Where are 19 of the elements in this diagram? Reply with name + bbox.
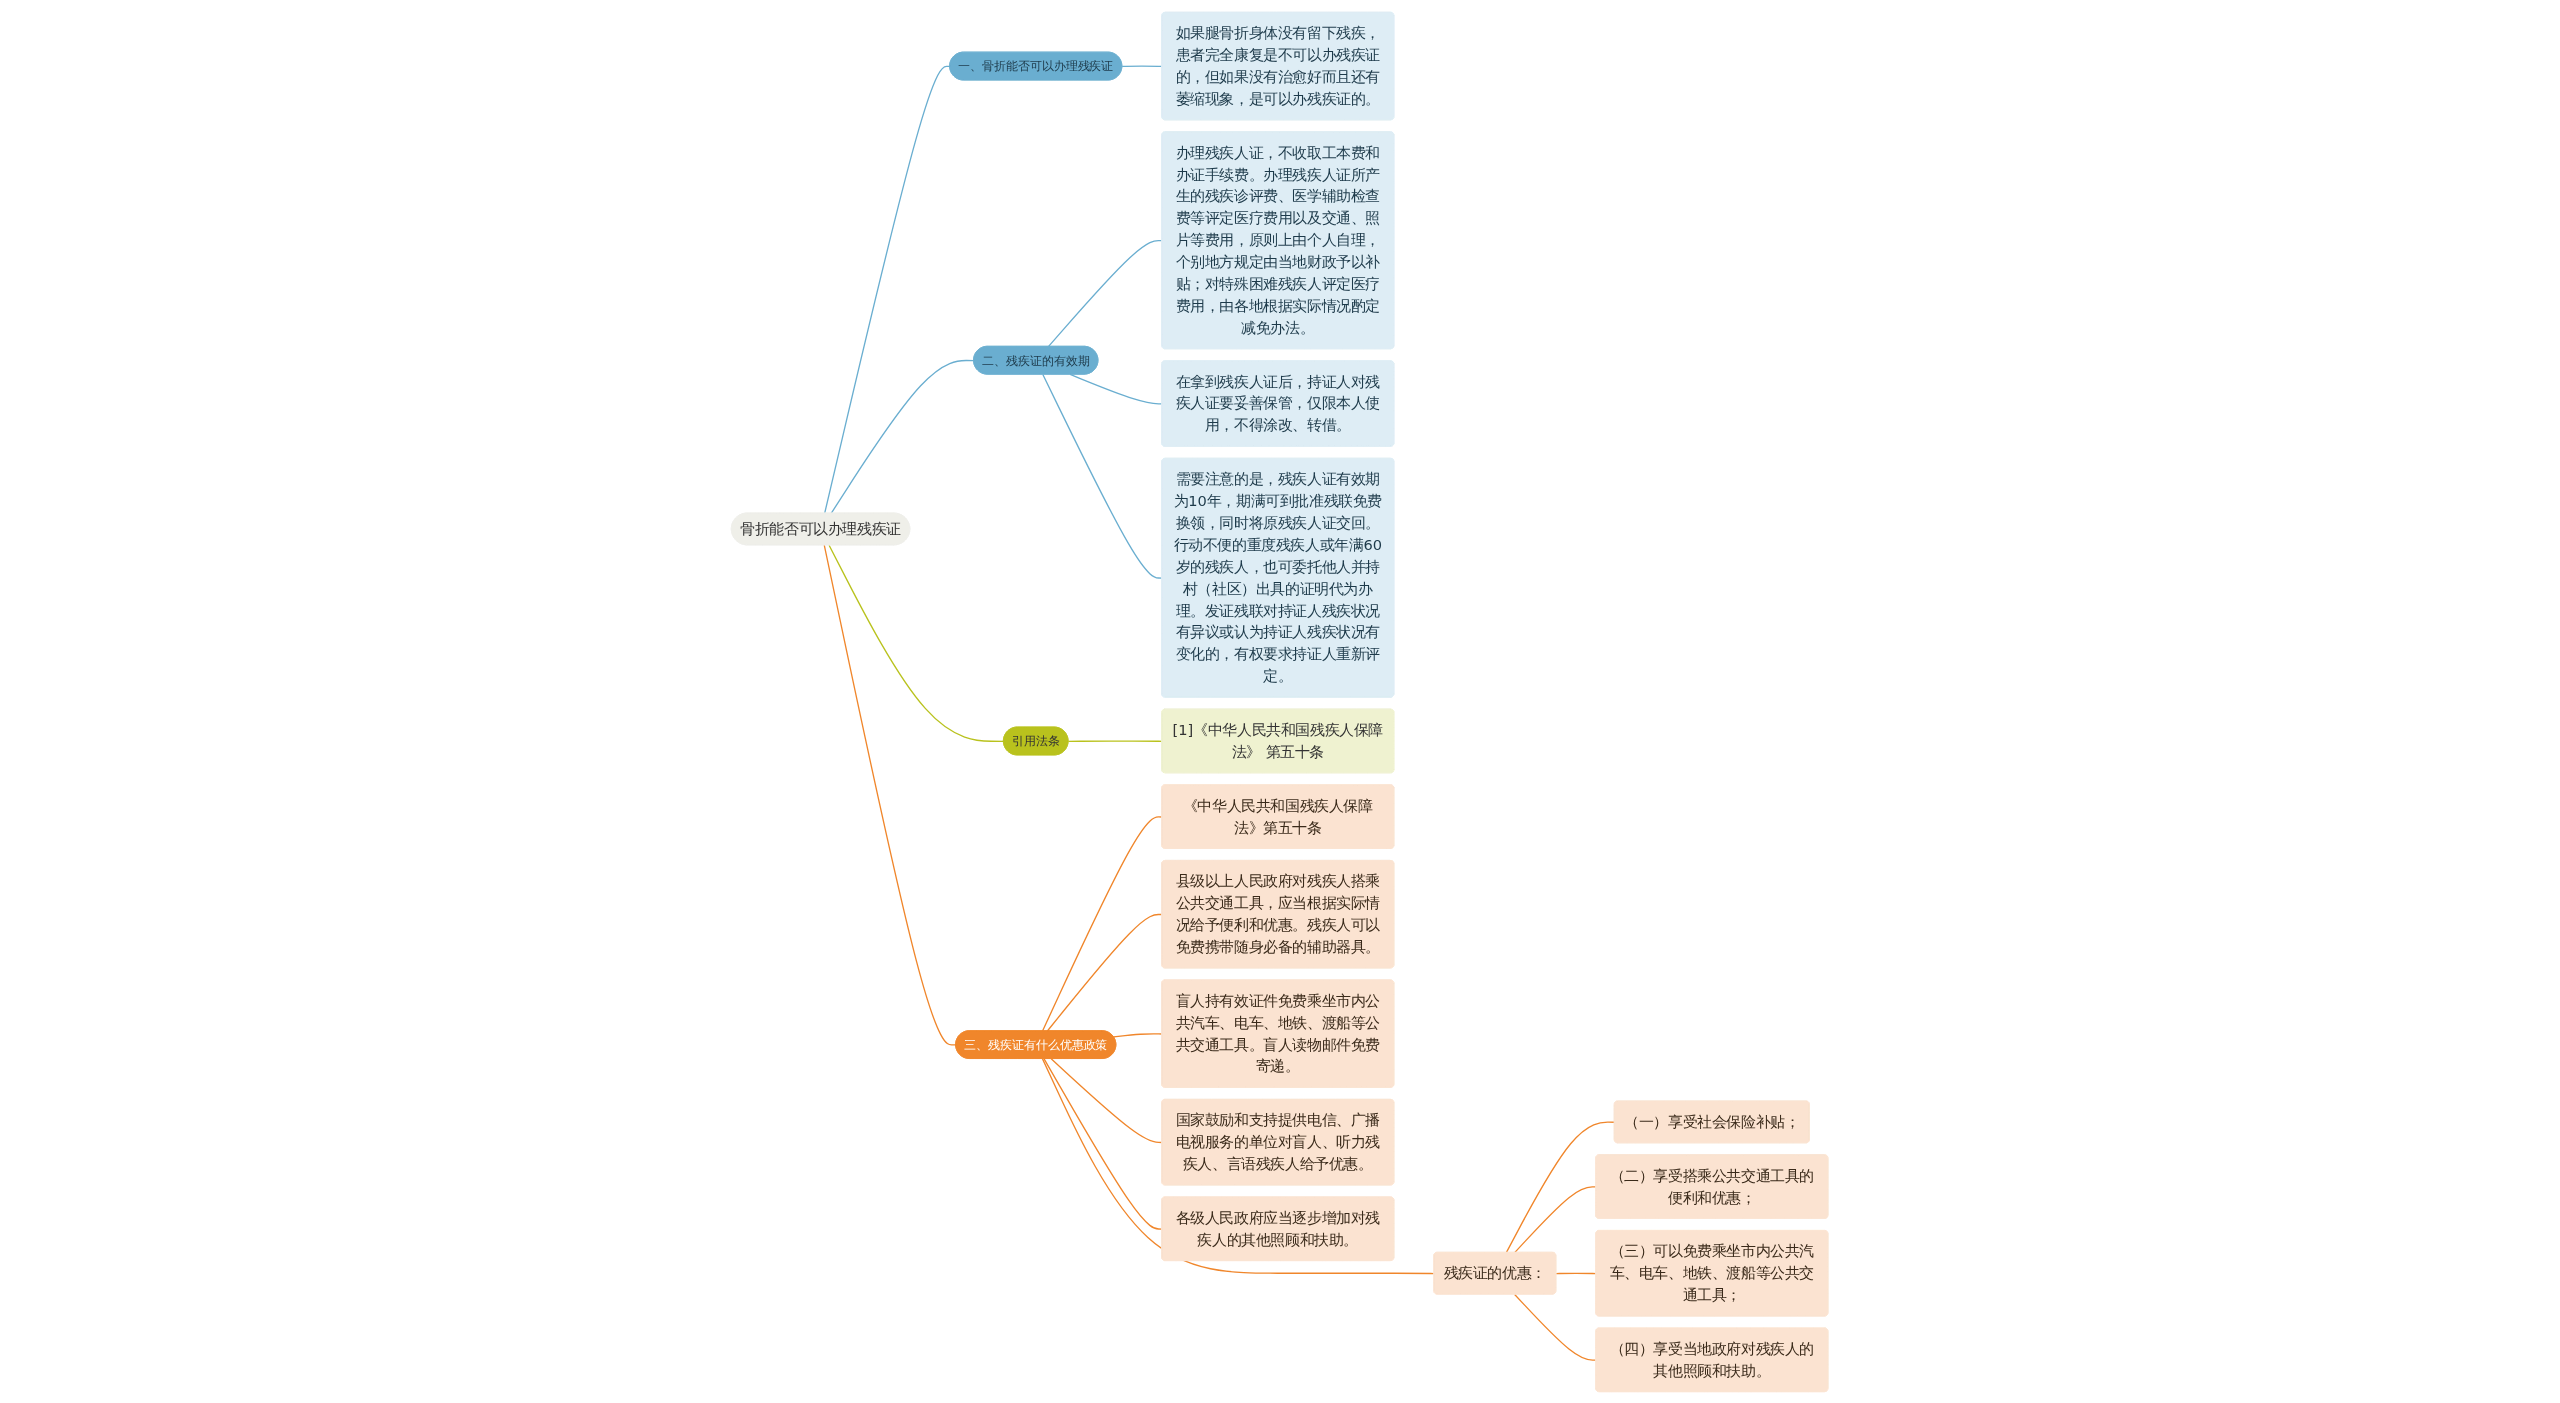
connector [1555,1272,1598,1274]
connector [1069,373,1164,404]
connector [1514,1293,1598,1361]
connector [1050,1057,1164,1143]
connector [1121,65,1164,67]
connector [824,65,951,514]
connector [1068,739,1164,742]
connector [1506,1121,1616,1253]
connector [823,544,957,1046]
connector [828,544,1005,742]
connector [1113,1032,1164,1038]
connector [830,359,975,514]
connector [1047,913,1164,1032]
connector [1048,239,1164,347]
connector [1514,1185,1598,1253]
connector [1042,815,1164,1032]
connector [1043,1057,1164,1230]
connector [1042,1057,1436,1274]
connector [1042,373,1164,579]
